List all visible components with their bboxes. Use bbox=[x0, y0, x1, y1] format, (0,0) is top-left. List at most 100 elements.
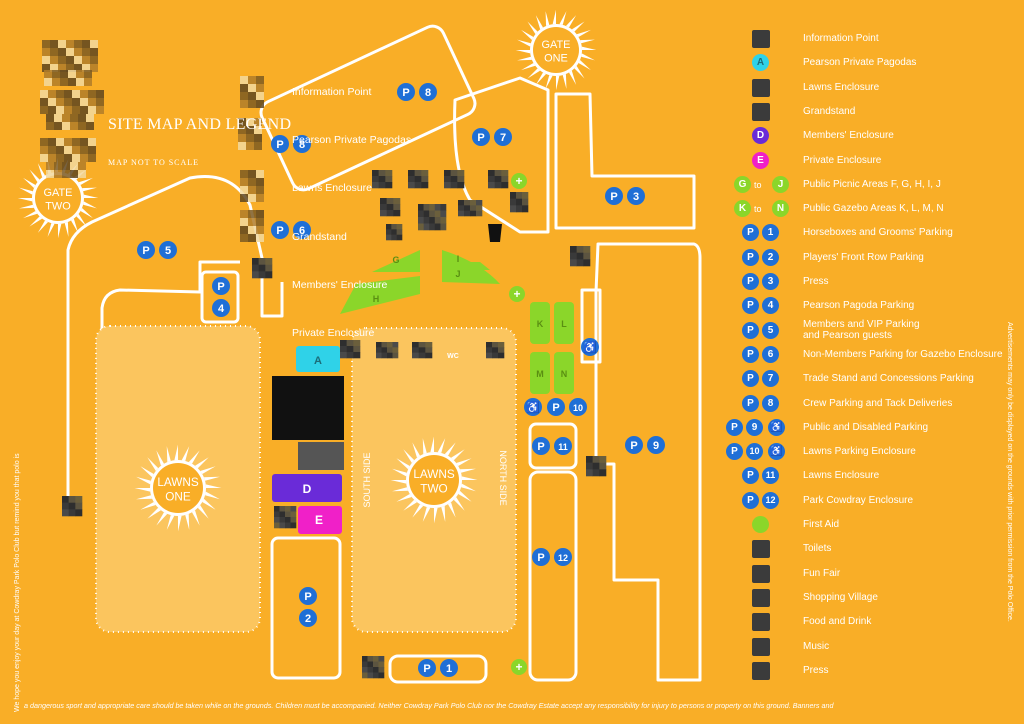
icon-pixel bbox=[362, 661, 368, 668]
title-pixel bbox=[46, 122, 54, 130]
sun-ray bbox=[581, 46, 597, 51]
title-pixel bbox=[256, 210, 264, 218]
icon-pixel bbox=[346, 346, 354, 353]
icon-pixel bbox=[464, 205, 471, 211]
title-pixel bbox=[240, 92, 248, 100]
title-pixel bbox=[42, 40, 50, 48]
sun-ray bbox=[140, 501, 156, 510]
icon-pixel bbox=[393, 198, 401, 205]
parking-icon: P bbox=[742, 321, 759, 339]
legend-label: Music bbox=[803, 640, 830, 652]
map-icon-15 bbox=[340, 340, 361, 359]
icon-pixel bbox=[492, 352, 499, 359]
title-pixel bbox=[248, 210, 256, 218]
title-pixel bbox=[46, 114, 54, 122]
icon-pixel bbox=[367, 672, 374, 679]
sun-ray bbox=[174, 444, 179, 461]
parking-number: 12 bbox=[558, 553, 568, 563]
title-pixel-block-6 bbox=[240, 76, 264, 108]
info-zone bbox=[259, 24, 477, 192]
sun-ray bbox=[29, 169, 40, 183]
icon-pixel bbox=[434, 204, 441, 211]
sun-ray bbox=[574, 65, 585, 79]
sun-ray bbox=[581, 53, 595, 61]
picnic-j-shape bbox=[442, 262, 490, 270]
icon-pixel bbox=[429, 210, 436, 218]
title-pixel bbox=[48, 98, 56, 106]
parking-number: 5 bbox=[165, 245, 171, 257]
legend-label: Private Enclosure bbox=[803, 154, 882, 166]
parking-p-letter: P bbox=[537, 441, 544, 453]
sun-label-line1: LAWNS bbox=[413, 468, 455, 481]
icon-pixel bbox=[583, 259, 591, 267]
gazebo-k-shape bbox=[530, 302, 550, 344]
title-pixel bbox=[74, 56, 82, 64]
parking-number-circle bbox=[419, 83, 437, 101]
sun-label-line2: ONE bbox=[165, 491, 191, 504]
title-pixel bbox=[254, 126, 262, 134]
legend-badge-d: D bbox=[752, 127, 769, 145]
parking-number-badge: 5 bbox=[762, 321, 779, 339]
picnic-h-shape bbox=[340, 276, 420, 314]
title-pixel bbox=[56, 98, 64, 106]
title-pixel bbox=[80, 106, 88, 114]
parking-number-circle bbox=[159, 241, 177, 259]
title-pixel bbox=[50, 48, 58, 56]
icon-pixel bbox=[285, 522, 291, 529]
icon-pixel bbox=[501, 182, 509, 189]
icon-pixel bbox=[423, 223, 430, 231]
icon-pixel bbox=[457, 176, 465, 183]
legend-badge-a: A bbox=[752, 54, 769, 72]
sun-label-line2: TWO bbox=[420, 483, 447, 496]
label-information-point: Information Point bbox=[292, 86, 372, 98]
icon-pixel bbox=[412, 342, 419, 348]
title-pixel bbox=[78, 122, 86, 130]
sun-label-line1: GATE bbox=[542, 39, 571, 51]
title-pixel bbox=[58, 56, 66, 64]
icon-pixel bbox=[290, 506, 297, 512]
sun-ray bbox=[521, 29, 534, 41]
title-pixel bbox=[50, 56, 58, 64]
title-pixel bbox=[88, 138, 96, 146]
icon-pixel bbox=[392, 342, 399, 348]
legend-label: Non-Members Parking for Gazebo Enclosure bbox=[803, 348, 1003, 360]
icon-pixel bbox=[362, 672, 368, 679]
legend-label: Members' Enclosure bbox=[803, 130, 894, 142]
title-pixel bbox=[72, 146, 80, 154]
parking-icon: P bbox=[726, 443, 743, 461]
icon-pixel bbox=[387, 342, 393, 348]
sun-ray bbox=[545, 11, 550, 26]
icon-pixel bbox=[418, 347, 426, 353]
sun-ray bbox=[521, 62, 536, 71]
icon-pixel bbox=[421, 176, 429, 183]
map-disabled-icon: ♿ bbox=[524, 398, 542, 416]
icon-pixel bbox=[457, 170, 465, 177]
parking-icon: P bbox=[742, 248, 759, 266]
icon-pixel bbox=[385, 170, 393, 177]
title-pixel bbox=[246, 134, 254, 142]
title-pixel bbox=[76, 70, 84, 78]
icon-pixel bbox=[285, 511, 291, 518]
parking-icon: P bbox=[742, 491, 759, 509]
title-pixel bbox=[48, 138, 56, 146]
parking-number-badge: 6 bbox=[762, 345, 779, 363]
legend-row: Fun Fair bbox=[730, 564, 1020, 587]
icon-pixel bbox=[414, 170, 422, 177]
parking-number: 7 bbox=[500, 132, 506, 144]
title-pixel bbox=[64, 146, 72, 154]
parking-p-circle bbox=[532, 548, 550, 566]
sun-ray bbox=[555, 75, 560, 91]
legend-label: Horseboxes and Grooms' Parking bbox=[803, 227, 953, 239]
sun-ray bbox=[17, 197, 33, 202]
p12-zone bbox=[528, 470, 578, 682]
title-pixel bbox=[84, 70, 92, 78]
icon-pixel bbox=[376, 347, 382, 353]
sun-ray bbox=[70, 218, 79, 233]
parking-number-circle bbox=[293, 135, 311, 153]
sun-ray bbox=[188, 450, 200, 464]
